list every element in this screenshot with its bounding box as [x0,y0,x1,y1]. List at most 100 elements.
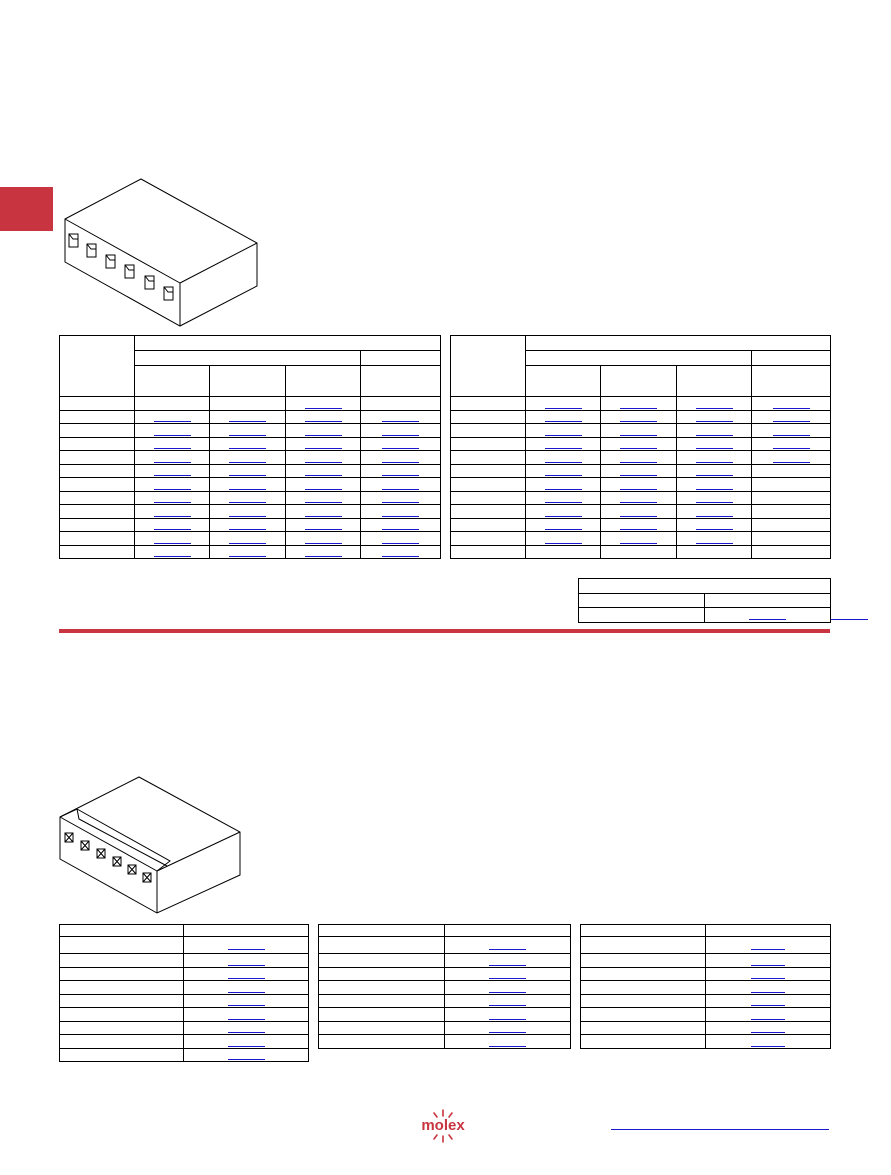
part-number-link[interactable] [544,480,582,490]
part-number-link[interactable] [153,439,191,450]
part-number-link[interactable] [229,453,266,463]
part-number-link[interactable] [544,426,582,436]
part-number-link[interactable] [695,399,733,409]
part-number-link[interactable] [772,453,810,463]
part-number-link[interactable] [227,1023,265,1034]
part-number-link[interactable] [695,412,733,423]
part-number-link[interactable] [304,493,342,504]
part-number-link[interactable] [620,412,657,423]
part-number-link[interactable] [772,426,810,436]
part-number-link[interactable] [544,466,582,477]
part-number-link[interactable] [382,466,419,477]
part-number-link[interactable] [489,1023,526,1034]
part-number-link[interactable] [751,983,785,993]
part-number-link[interactable] [382,493,419,504]
part-number-link[interactable] [227,996,265,1007]
part-number-link[interactable] [695,466,733,477]
part-number-link[interactable] [229,547,266,558]
part-number-link[interactable] [227,1037,265,1047]
part-number-link[interactable] [304,480,342,490]
part-number-link[interactable] [304,426,342,436]
part-number-link[interactable] [751,1037,785,1047]
part-number-link[interactable] [304,547,342,558]
part-number-link[interactable] [751,1023,785,1034]
part-number-link[interactable] [620,520,657,531]
part-number-link[interactable] [229,466,266,477]
part-number-link[interactable] [304,399,342,409]
part-number-link[interactable] [751,956,785,966]
part-number-link[interactable] [229,534,266,544]
part-number-link[interactable] [153,493,191,504]
part-number-link[interactable] [382,534,419,544]
part-number-link[interactable] [772,399,810,409]
footer-link[interactable] [611,1129,829,1130]
part-number-link[interactable] [229,520,266,531]
part-number-link[interactable] [153,534,191,544]
part-number-link[interactable] [304,507,342,517]
part-number-link[interactable] [489,1010,526,1020]
part-number-link[interactable] [229,412,266,423]
part-number-link[interactable] [695,480,733,490]
part-number-link[interactable] [620,493,657,504]
part-number-link[interactable] [153,507,191,517]
part-number-link[interactable] [382,507,419,517]
part-number-link[interactable] [153,453,191,463]
part-number-link[interactable] [544,493,582,504]
part-number-link[interactable] [382,520,419,531]
part-number-link[interactable] [620,480,657,490]
part-number-link[interactable] [227,1050,265,1061]
part-number-link[interactable] [153,466,191,477]
part-number-link[interactable] [489,969,526,980]
part-number-link[interactable] [229,493,266,504]
part-number-link[interactable] [544,412,582,423]
part-number-link[interactable] [620,426,657,436]
part-number-link[interactable] [382,453,419,463]
part-number-link[interactable] [751,1010,785,1020]
part-number-link[interactable] [382,480,419,490]
part-number-link[interactable] [695,439,733,450]
part-number-link[interactable] [153,520,191,531]
part-number-link[interactable] [153,480,191,490]
part-number-link[interactable] [544,534,582,544]
part-number-link[interactable] [304,534,342,544]
part-number-link[interactable] [227,983,265,993]
part-number-link[interactable] [544,507,582,517]
part-number-link[interactable] [620,439,657,450]
part-number-link[interactable] [751,940,785,951]
part-number-link[interactable] [489,956,526,966]
part-number-link[interactable] [695,534,733,544]
part-number-link[interactable] [153,547,191,558]
part-number-link[interactable] [620,507,657,517]
part-number-link[interactable] [304,466,342,477]
part-number-link[interactable] [831,610,868,621]
part-number-link[interactable] [229,439,266,450]
part-number-link[interactable] [304,520,342,531]
part-number-link[interactable] [382,412,419,423]
part-number-link[interactable] [751,969,785,980]
part-number-link[interactable] [227,1010,265,1020]
part-number-link[interactable] [489,940,526,951]
part-number-link[interactable] [382,439,419,450]
part-number-link[interactable] [544,520,582,531]
part-number-link[interactable] [382,547,419,558]
part-number-link[interactable] [153,412,191,423]
part-number-link[interactable] [695,493,733,504]
part-number-link[interactable] [227,956,265,966]
part-number-link[interactable] [489,983,526,993]
part-number-link[interactable] [695,426,733,436]
part-number-link[interactable] [227,969,265,980]
part-number-link[interactable] [227,940,265,951]
part-number-link[interactable] [772,439,810,450]
part-number-link[interactable] [489,996,526,1007]
part-number-link[interactable] [620,453,657,463]
part-number-link[interactable] [695,520,733,531]
part-number-link[interactable] [304,412,342,423]
part-number-link[interactable] [229,480,266,490]
part-number-link[interactable] [229,507,266,517]
part-number-link[interactable] [749,610,786,621]
part-number-link[interactable] [544,453,582,463]
part-number-link[interactable] [304,439,342,450]
part-number-link[interactable] [304,453,342,463]
part-number-link[interactable] [751,996,785,1007]
part-number-link[interactable] [153,426,191,436]
